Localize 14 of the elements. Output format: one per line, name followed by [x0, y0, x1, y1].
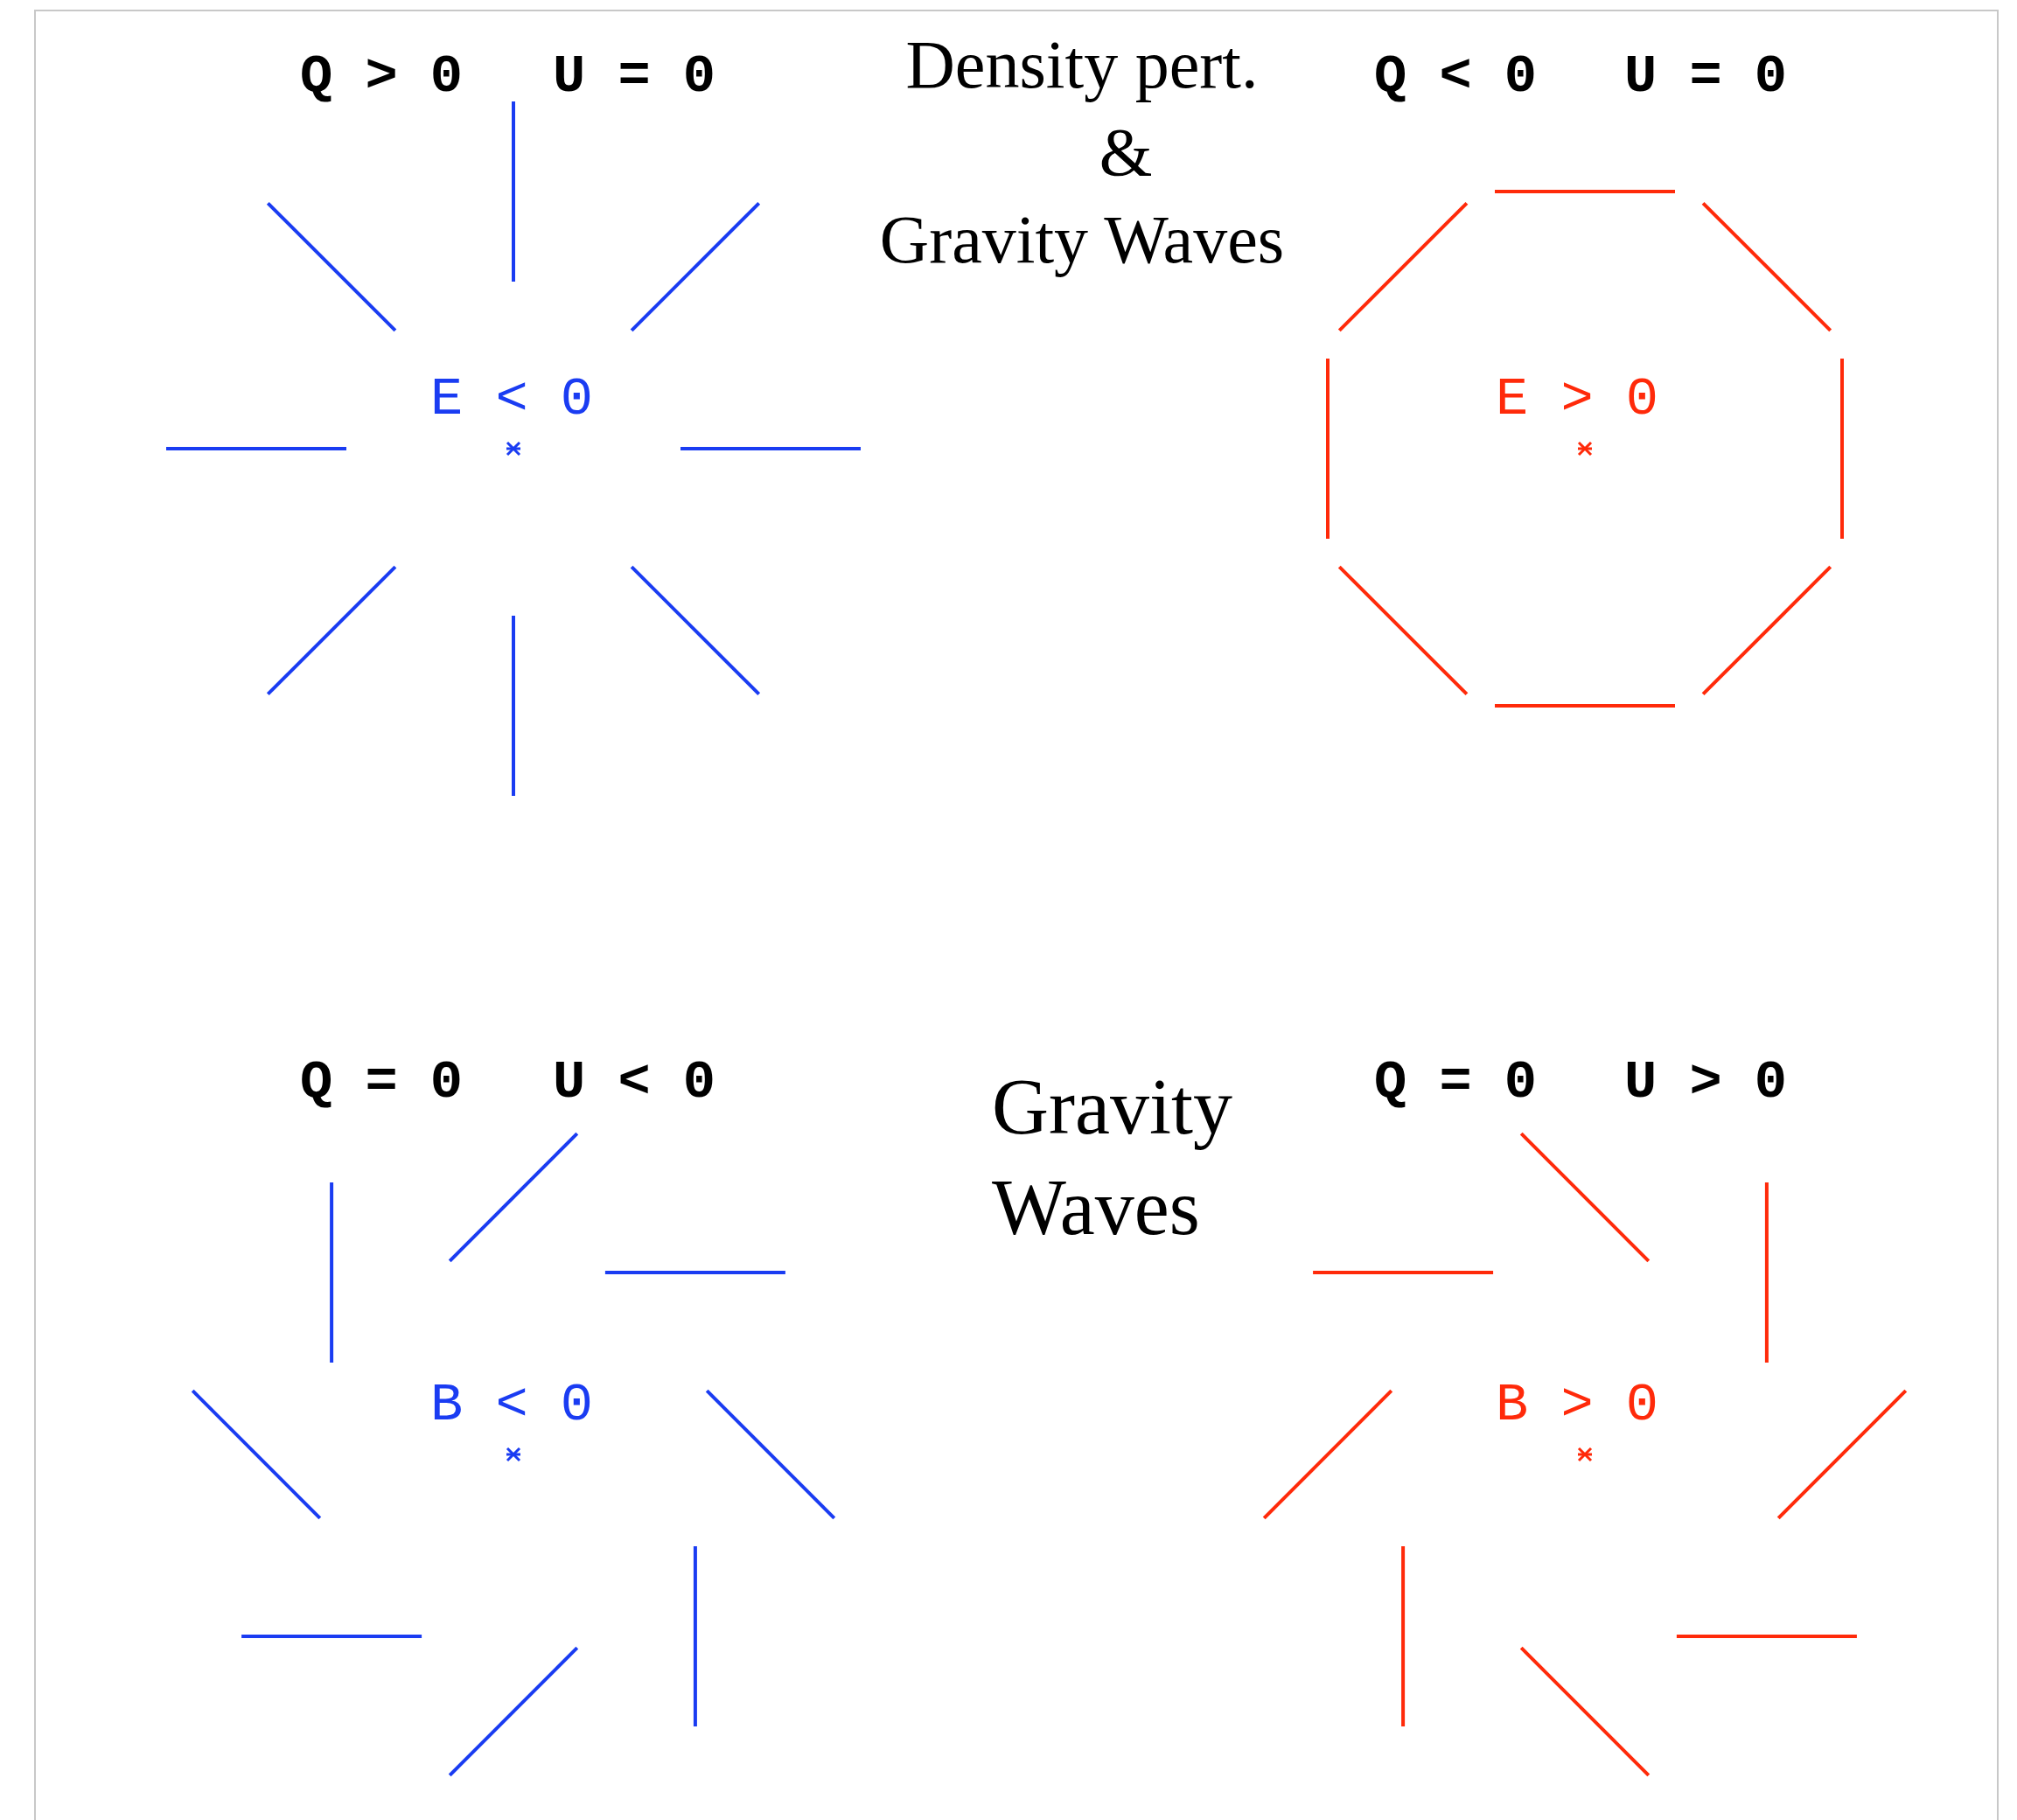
stokes-u-label: U = 0: [553, 50, 716, 104]
b-mode-label: B > 0: [1496, 1378, 1658, 1433]
stokes-q-label: Q = 0: [1374, 1056, 1538, 1110]
b-mode-label: B < 0: [430, 1378, 593, 1433]
stokes-q-label: Q < 0: [1374, 50, 1538, 104]
panel-title: &: [1099, 118, 1153, 186]
e-mode-label: E < 0: [430, 373, 593, 427]
stokes-q-label: Q = 0: [300, 1056, 464, 1110]
stokes-u-label: U < 0: [553, 1056, 716, 1110]
stokes-u-label: U = 0: [1624, 50, 1788, 104]
panel-title: Gravity Waves: [992, 1063, 1233, 1252]
stokes-u-label: U > 0: [1624, 1056, 1788, 1110]
stokes-q-label: Q > 0: [300, 50, 464, 104]
e-mode-label: E > 0: [1496, 373, 1658, 427]
